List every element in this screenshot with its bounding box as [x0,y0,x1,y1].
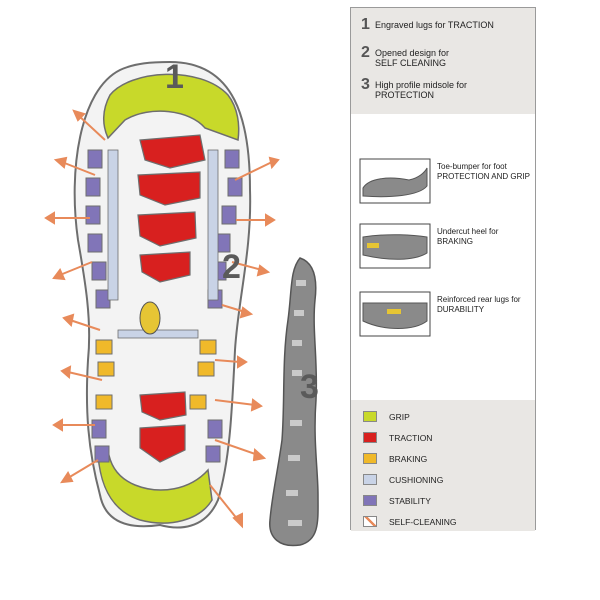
feature-line1: Engraved lugs for TRACTION [375,20,494,30]
legend-swatch [363,474,377,485]
outsole-bottom-view [73,60,252,529]
feature-line2: PROTECTION [375,90,435,100]
legend-label: SELF-CLEANING [389,516,457,527]
detail-undercut-heel: Undercut heel for BRAKING [359,223,529,269]
feature-number: 1 [361,16,370,33]
legend-swatch [363,411,377,422]
legend-swatch [363,432,377,443]
legend-item: SELF-CLEANING [363,516,457,527]
detail-rear-lugs: Reinforced rear lugs for DURABILITY [359,291,529,337]
self-cleaning-arrows [44,109,280,529]
traction-lugs-heel [139,391,187,463]
sole-illustration: 1 2 3 [44,58,319,547]
legend-item: GRIP [363,411,410,422]
callout-1: 1 [165,58,184,96]
feature-number: 3 [361,76,370,93]
legend-item: TRACTION [363,432,432,443]
detail-line2: BRAKING [437,237,474,246]
legend-swatch [363,516,377,527]
legend-swatch [363,453,377,464]
feature-number: 2 [361,44,370,61]
feature-line2: SELF CLEANING [375,58,447,68]
legend-band [351,400,535,531]
legend-label: BRAKING [389,453,428,464]
feature-line1: High profile midsole for [375,80,468,90]
toe-bumper-thumbnail [359,158,431,204]
legend-label: TRACTION [389,432,433,443]
toe-grip-area [103,73,240,142]
legend-label: STABILITY [389,495,431,506]
detail-line2: DURABILITY [437,305,485,314]
legend-item: STABILITY [363,495,431,506]
feature-line1: Opened design for [375,48,450,58]
legend-item: CUSHIONING [363,474,443,485]
detail-line1: Reinforced rear lugs for [437,295,521,304]
detail-toe-bumper: Toe-bumper for foot PROTECTION AND GRIP [359,158,530,204]
legend-item: BRAKING [363,453,427,464]
cushioning-strips [107,149,219,339]
detail-line1: Toe-bumper for foot [437,162,507,171]
features-band [351,8,535,114]
detail-line1: Undercut heel for [437,227,499,236]
feature-item-3: 3 High profile midsole for PROTECTION [361,76,468,101]
info-panel: 1 Engraved lugs for TRACTION 2 Opened de… [350,7,536,531]
feature-item-2: 2 Opened design for SELF CLEANING [361,44,450,69]
detail-line2: PROTECTION AND GRIP [437,172,530,181]
undercut-heel-thumbnail [359,223,431,269]
heel-grip-area [97,448,213,524]
legend-swatch [363,495,377,506]
vibram-logo [139,301,161,335]
traction-lugs-forefoot [137,134,206,283]
callout-3: 3 [300,368,319,406]
midsole-side-profile [269,257,319,547]
feature-item-1: 1 Engraved lugs for TRACTION [361,16,494,33]
rear-lugs-thumbnail [359,291,431,337]
stability-lugs [85,149,243,463]
legend-label: GRIP [389,411,410,422]
legend-label: CUSHIONING [389,474,444,485]
callout-2: 2 [222,248,241,286]
braking-lugs [95,339,217,410]
